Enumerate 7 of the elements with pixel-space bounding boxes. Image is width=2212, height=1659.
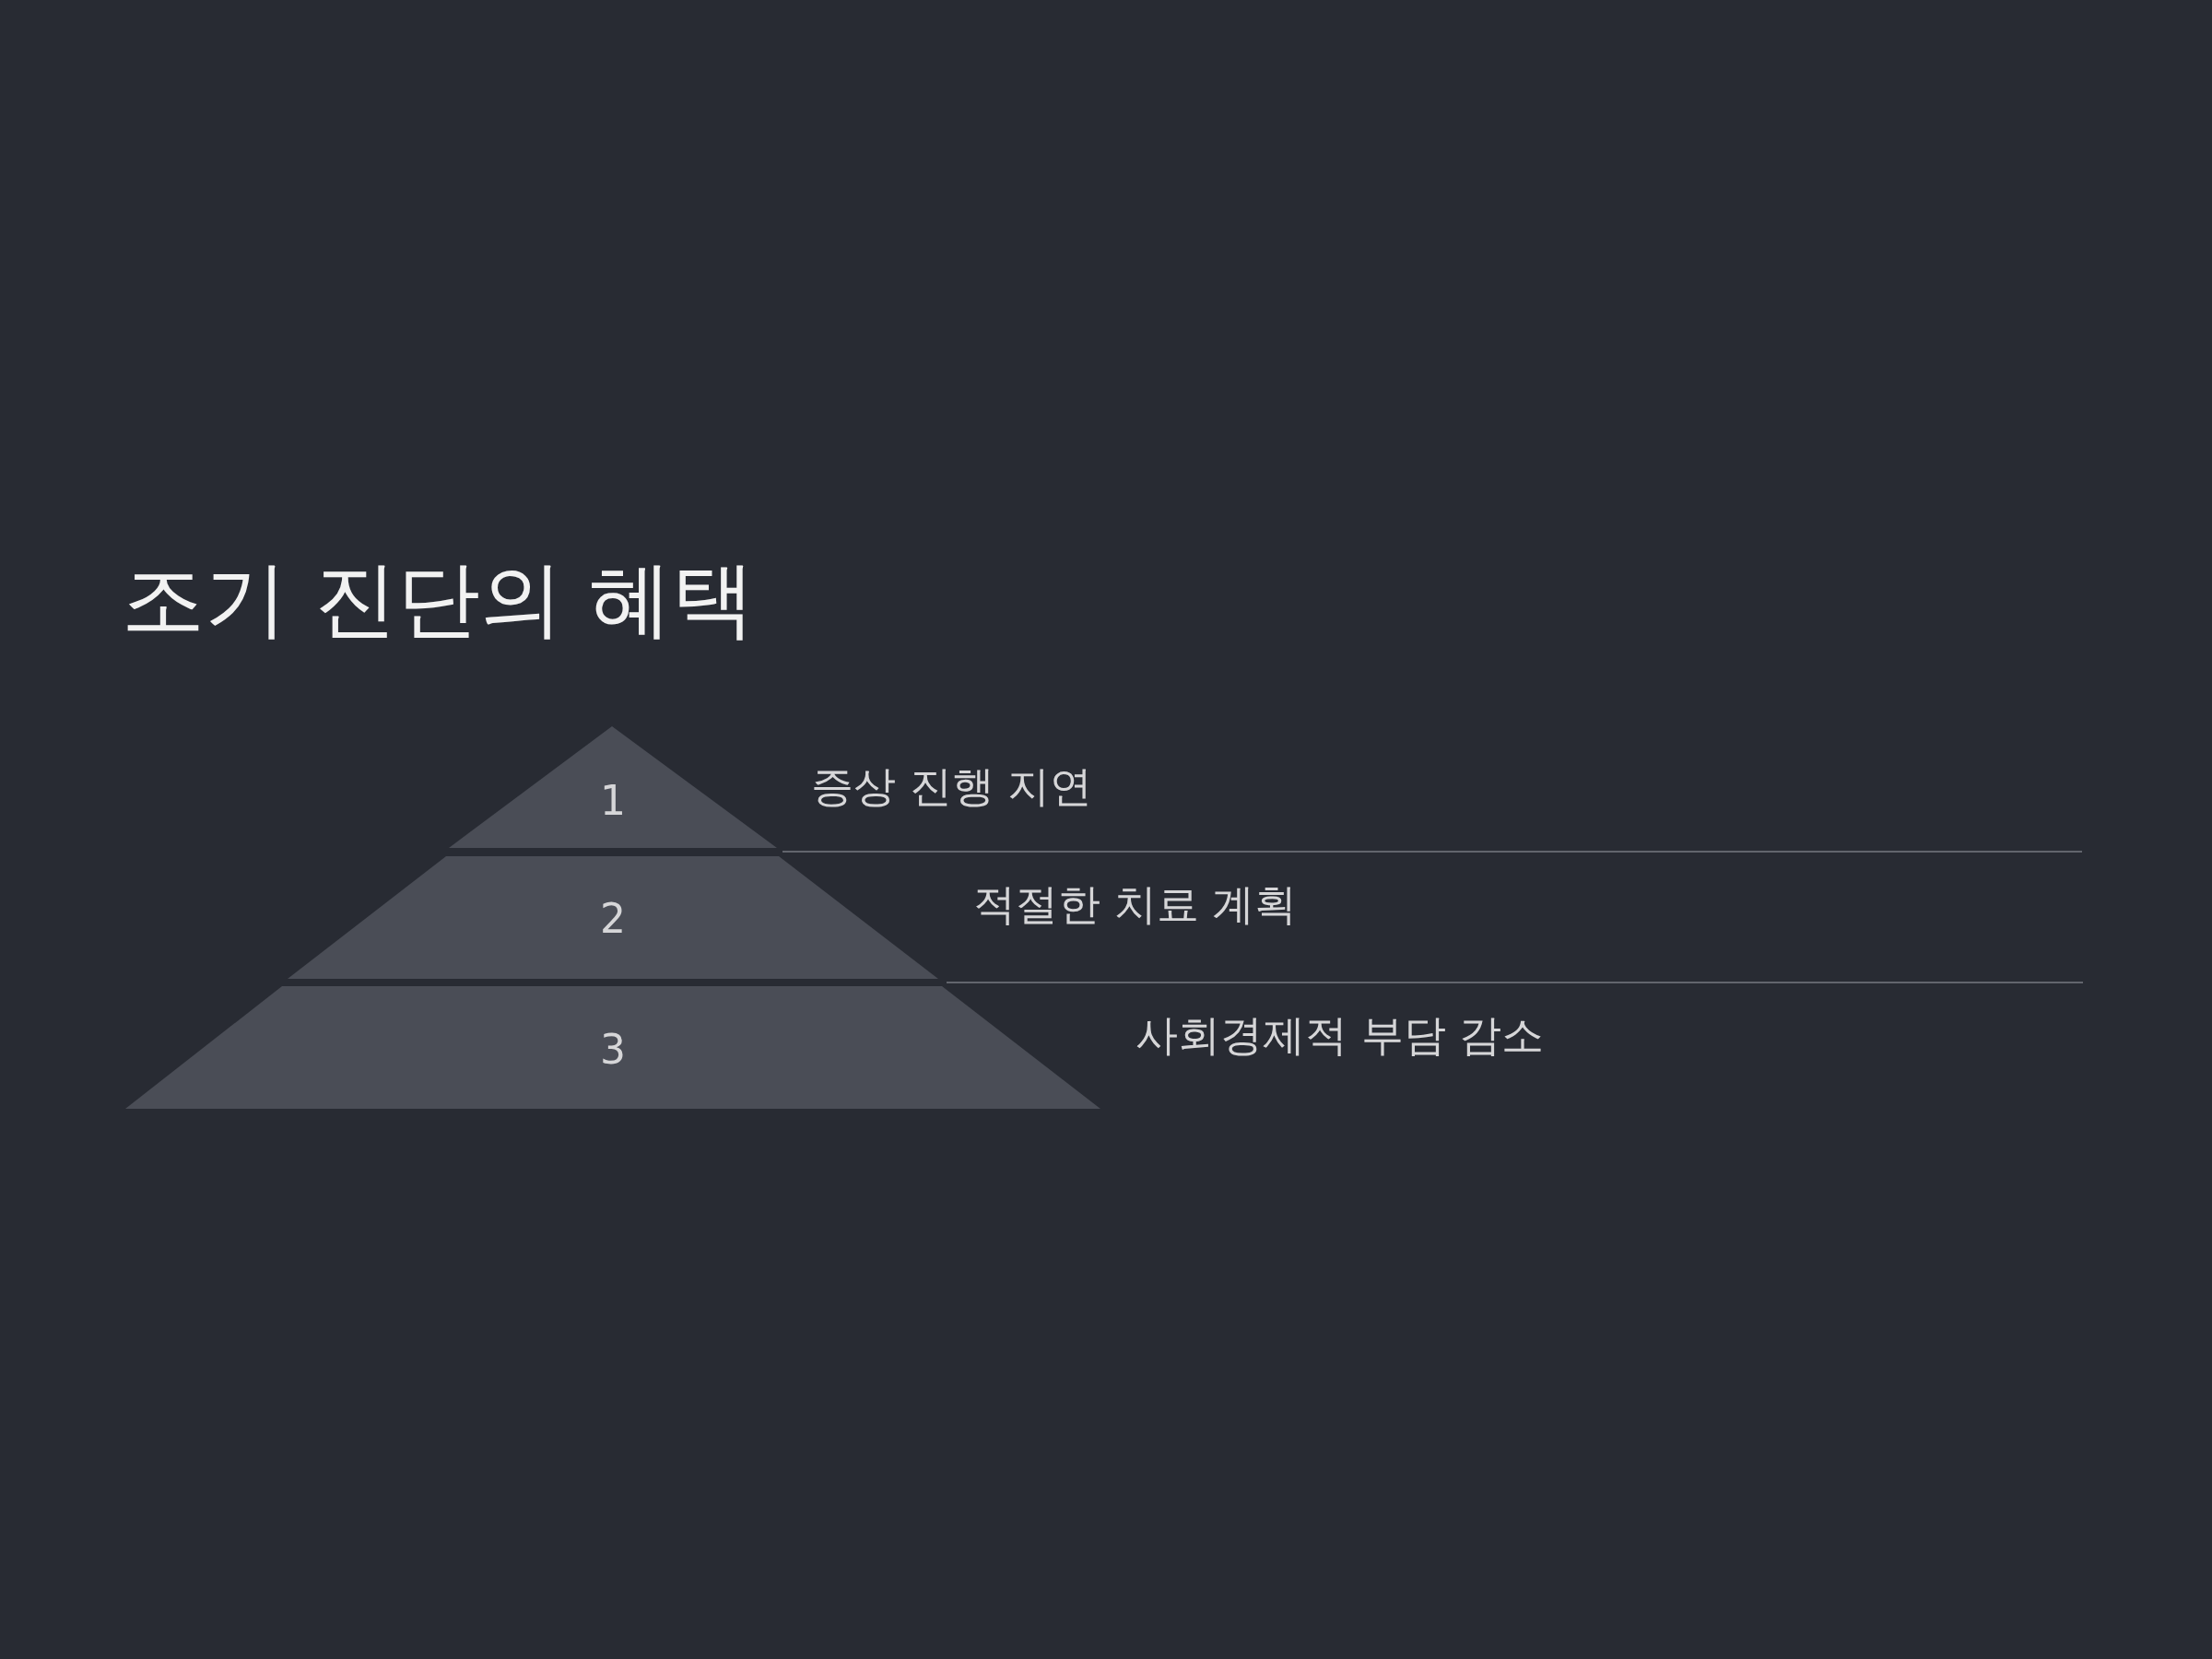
layer-number: 1 <box>600 776 626 824</box>
slide-title: 조기 진단의 혜택 <box>122 549 756 649</box>
layer-description: 사회경제적 부담 감소 <box>1135 1009 1545 1062</box>
layer-number: 2 <box>600 894 626 942</box>
layer-description: 적절한 치료 계획 <box>973 878 1298 931</box>
layer-number: 3 <box>600 1025 626 1073</box>
layer-description: 증상 진행 지연 <box>811 760 1093 813</box>
